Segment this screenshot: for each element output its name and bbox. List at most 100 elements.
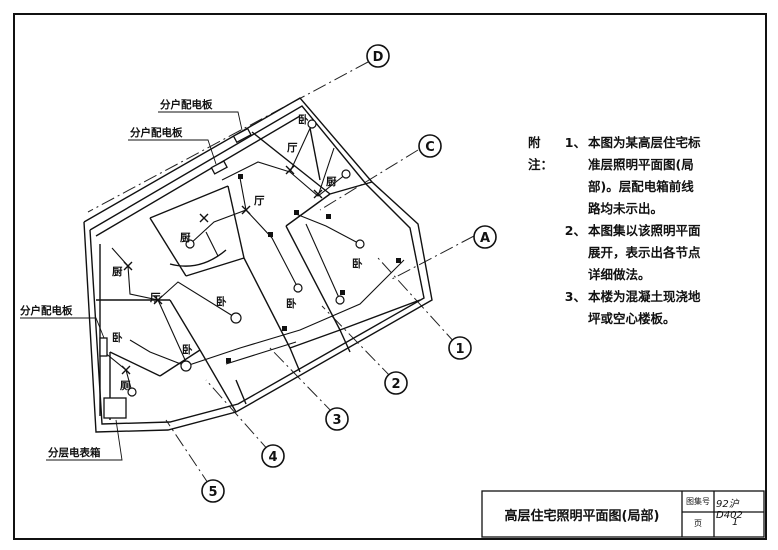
room-label-living: 厅: [287, 142, 298, 154]
note-line: 本图集以该照明平面: [588, 223, 701, 238]
axis-bubble-D: [366, 44, 390, 68]
note-text: 本图集以该照明平面 展开，表示出各节点 详细做法。: [588, 220, 706, 286]
note-number: 3、: [564, 289, 586, 304]
partition: [185, 257, 245, 277]
callout-distribution-panel-mid: 分户配电板: [130, 127, 183, 139]
axis-bubble-1: [448, 336, 472, 360]
axis-line-4: [205, 379, 271, 453]
room-label-bedroom: 卧: [286, 298, 297, 310]
notes-heading: 附注：: [528, 135, 554, 172]
axis-line-C: [319, 149, 419, 211]
switch-icon: [238, 174, 243, 179]
axis-line-5: [165, 419, 211, 487]
partition: [285, 225, 341, 331]
curved-wall: [169, 249, 227, 267]
wiring-run: [305, 223, 341, 301]
note-1: 附注： 1、 本图为某高层住宅标 准层照明平面图(局 部)。层配电箱前线 路均未…: [528, 132, 768, 220]
note-text: 本楼为混凝土现浇地 坪或空心楼板。: [588, 286, 706, 330]
callout-distribution-panel-left: 分户配电板: [20, 305, 73, 317]
axis-label-A: A: [480, 231, 490, 246]
leader-line: [46, 419, 123, 461]
panels: [99, 127, 252, 419]
partition: [159, 349, 201, 377]
building-walls: [83, 97, 433, 433]
axis-label-5: 5: [208, 485, 217, 500]
wiring-run: [189, 177, 247, 245]
wiring-run: [205, 231, 219, 257]
switches: [226, 174, 401, 363]
wiring: [103, 123, 405, 393]
leader-lines: [20, 111, 243, 461]
note-line: 本楼为混凝土现浇地: [588, 289, 701, 304]
title-block-frame: [481, 490, 765, 538]
page-value: 1: [732, 517, 739, 528]
wall-light-icon: [313, 189, 323, 199]
wall-light-icon: [199, 213, 209, 223]
partition: [289, 347, 301, 373]
axis-line-D: [87, 61, 369, 213]
partition: [285, 193, 331, 227]
axis-bubble-4: [261, 444, 285, 468]
partition: [309, 127, 321, 181]
ceiling-light-icon: [335, 295, 345, 305]
callout-meter-box: 分层电表箱: [48, 447, 101, 459]
ceiling-light-icon: [293, 283, 303, 293]
note-line: 准层照明平面图(局: [588, 157, 694, 172]
room-label-bedroom: 卧: [298, 114, 309, 126]
partition: [169, 299, 201, 351]
axis-bubble-5: [201, 479, 225, 503]
axis-line-3: [267, 345, 335, 415]
axis-label-3: 3: [332, 413, 341, 428]
room-label-bedroom: 卧: [112, 332, 123, 344]
axis-label-2: 2: [391, 377, 400, 392]
note-line: 坪或空心楼板。: [588, 311, 676, 326]
ceiling-light-icon: [341, 169, 351, 179]
axis-label-C: C: [425, 140, 435, 155]
partition: [227, 185, 245, 259]
room-label-bedroom: 卧: [182, 344, 193, 356]
note-number: 1、: [564, 135, 586, 150]
ceiling-light-icon: [307, 119, 317, 129]
note-line: 本图为某高层住宅标: [588, 135, 701, 150]
distribution-panel-icon: [232, 127, 252, 144]
partition: [329, 181, 373, 195]
axis-line-A: [389, 235, 475, 281]
wiring-run: [111, 247, 187, 363]
page-label: 页: [694, 519, 702, 528]
partition: [251, 131, 331, 195]
wiring-run: [221, 123, 313, 181]
wall-light-icon: [121, 365, 131, 375]
wall-light-icon: [153, 295, 163, 305]
wiring-run: [295, 213, 361, 245]
axis-bubble-C: [418, 134, 442, 158]
switch-icon: [340, 290, 345, 295]
ceiling-light-icon: [230, 312, 242, 324]
note-line: 路均未示出。: [588, 201, 664, 216]
note-text: 本图为某高层住宅标 准层照明平面图(局 部)。层配电箱前线 路均未示出。: [588, 132, 706, 220]
note-3: 3、 本楼为混凝土现浇地 坪或空心楼板。: [528, 286, 768, 330]
room-label-kitchen: 厨: [180, 232, 191, 244]
leader-line: [128, 139, 217, 165]
note-line: 展开，表示出各节点: [588, 245, 701, 260]
notes-block: 附注： 1、 本图为某高层住宅标 准层照明平面图(局 部)。层配电箱前线 路均未…: [528, 132, 768, 330]
light-fixtures: [127, 119, 365, 397]
wiring-run: [245, 209, 299, 289]
room-label-kitchen: 厨: [112, 266, 123, 278]
ceiling-light-icon: [355, 239, 365, 249]
partition: [339, 329, 351, 353]
note-line: 详细做法。: [588, 267, 651, 282]
switch-icon: [226, 358, 231, 363]
switch-icon: [268, 232, 273, 237]
ceiling-light-icon: [180, 360, 192, 372]
axis-bubble-3: [325, 407, 349, 431]
partition: [339, 299, 421, 331]
room-label-living: 厅: [150, 292, 161, 304]
axis-label-4: 4: [268, 450, 277, 465]
switch-icon: [396, 258, 401, 263]
partition: [289, 329, 341, 349]
wiring-run: [225, 341, 297, 365]
outer-wall: [83, 97, 433, 433]
leader-line: [158, 111, 243, 131]
wall-hatch-top: [95, 115, 301, 237]
